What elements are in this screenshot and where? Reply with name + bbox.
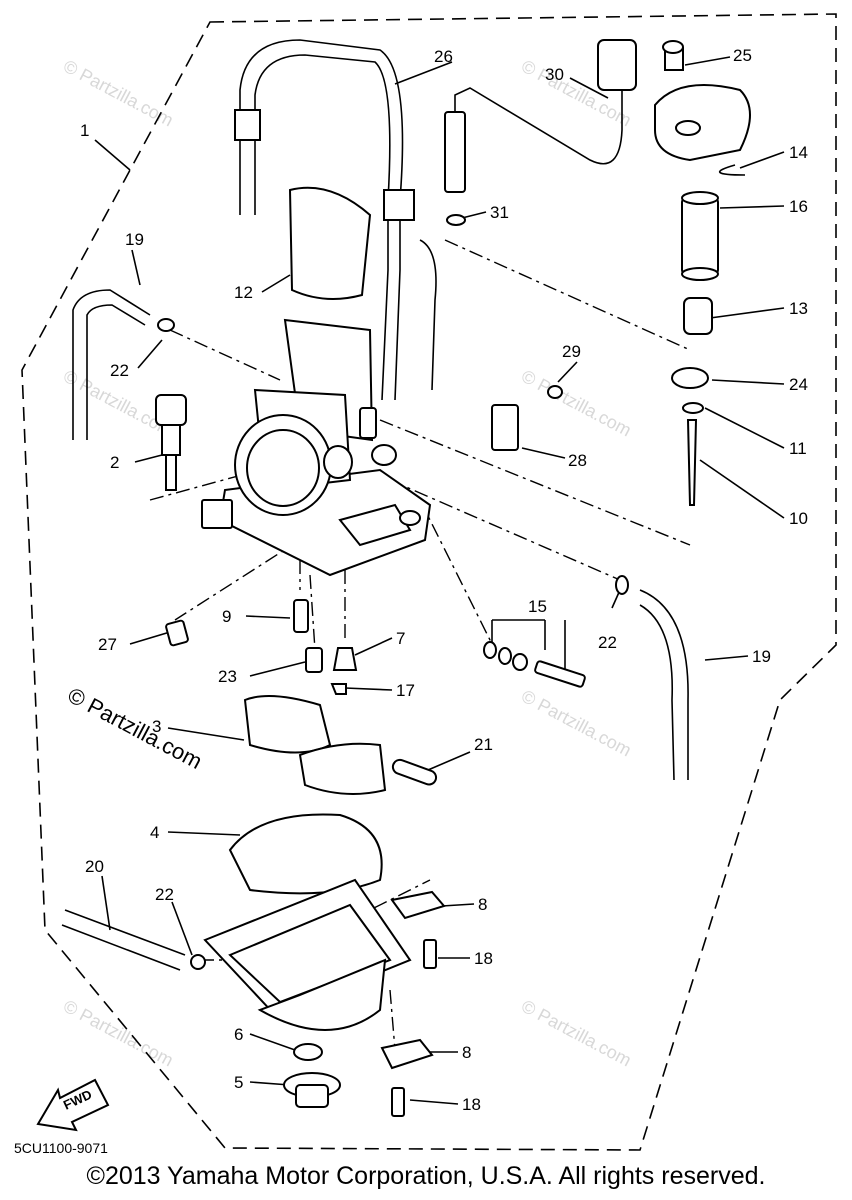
fwd-arrow-icon: FWD — [36, 1078, 110, 1132]
callout-16: 16 — [789, 197, 808, 216]
clip — [330, 683, 347, 695]
bracket-plate — [380, 1038, 434, 1070]
callout-17: 17 — [396, 681, 415, 700]
hose-clamp — [157, 318, 175, 332]
callout-21: 21 — [474, 735, 493, 754]
callout-3: 3 — [152, 717, 161, 736]
callout-20: 20 — [85, 857, 104, 876]
callout-14: 14 — [789, 143, 808, 162]
bolt — [423, 939, 437, 969]
bracket — [491, 404, 519, 451]
leader-lines — [94, 56, 785, 1105]
callout-4: 4 — [150, 823, 159, 842]
callout-8: 8 — [478, 895, 487, 914]
watermark: © Partzilla.com — [518, 686, 634, 761]
screw — [547, 385, 563, 399]
callout-22b: 22 — [598, 633, 617, 652]
callout-27: 27 — [98, 635, 117, 654]
o-ring — [446, 214, 466, 226]
throttle-sensor — [444, 39, 637, 226]
jet-needle — [686, 419, 698, 506]
float-bowl — [203, 878, 412, 1031]
callout-9: 9 — [222, 607, 231, 626]
bracket — [201, 499, 233, 529]
bolt — [391, 1087, 405, 1117]
float-bowl-gasket — [228, 813, 383, 895]
callout-22c: 22 — [155, 885, 174, 904]
float — [298, 742, 387, 795]
watermark: © Partzilla.com — [518, 366, 634, 441]
callout-26: 26 — [434, 47, 453, 66]
callout-8b: 8 — [462, 1043, 471, 1062]
watermark: © Partzilla.com — [60, 996, 176, 1071]
callout-13: 13 — [789, 299, 808, 318]
bracket-plate — [390, 890, 446, 920]
spring — [681, 197, 719, 275]
callout-5: 5 — [234, 1073, 243, 1092]
o-ring — [293, 1043, 323, 1061]
copyright-notice: ©2013 Yamaha Motor Corporation, U.S.A. A… — [86, 1162, 766, 1190]
callout-30: 30 — [545, 65, 564, 84]
watermark: © Partzilla.com — [518, 996, 634, 1071]
hose-clamp — [615, 575, 629, 595]
callout-31: 31 — [490, 203, 509, 222]
callout-6: 6 — [234, 1025, 243, 1044]
watermark: © Partzilla.com — [60, 56, 176, 131]
callout-2: 2 — [110, 453, 119, 472]
air-screw-set — [483, 641, 586, 688]
assembly-boundary — [21, 13, 837, 1151]
cap-plate — [654, 84, 751, 162]
needle-valve — [332, 647, 358, 671]
vent-hose — [639, 604, 675, 781]
vent-hose — [72, 289, 151, 440]
drain-hose — [64, 909, 186, 956]
callout-11: 11 — [789, 439, 807, 458]
callout-23: 23 — [218, 667, 237, 686]
slide-assembly-parts — [654, 40, 751, 506]
pilot-jet — [305, 647, 323, 673]
callout-10: 10 — [789, 509, 808, 528]
callout-19b: 19 — [752, 647, 771, 666]
callout-12: 12 — [234, 283, 253, 302]
sensor-body — [444, 111, 466, 193]
callout-15: 15 — [528, 597, 547, 616]
callout-25: 25 — [733, 46, 752, 65]
connector — [597, 39, 637, 91]
diagram-code: 5CU1100-9071 — [14, 1140, 108, 1156]
callout-28: 28 — [568, 451, 587, 470]
callout-labels: 1 26 30 25 14 16 13 24 11 10 31 12 19 22… — [80, 46, 808, 1114]
starter-plunger — [155, 394, 187, 491]
callout-24: 24 — [789, 375, 808, 394]
throttle-slide — [288, 186, 372, 300]
callout-1: 1 — [80, 121, 89, 140]
vent-hose — [86, 304, 146, 440]
callout-22: 22 — [110, 361, 129, 380]
spacer — [671, 367, 709, 389]
hose-clamp — [190, 954, 206, 970]
callout-7: 7 — [396, 629, 405, 648]
callout-18b: 18 — [462, 1095, 481, 1114]
main-jet — [293, 599, 309, 633]
callout-19: 19 — [125, 230, 144, 249]
vent-hose — [639, 589, 689, 780]
drain-hose — [61, 924, 181, 971]
cable-clip — [383, 189, 415, 221]
watermark-main: © Partzilla.com — [64, 682, 207, 774]
clip — [682, 402, 704, 414]
cable-clip — [234, 109, 261, 141]
float-pin — [391, 758, 438, 786]
pilot-screw — [165, 619, 189, 647]
needle-holder — [683, 297, 713, 335]
carburetor-body — [218, 318, 432, 577]
callout-18: 18 — [474, 949, 493, 968]
callout-29: 29 — [562, 342, 581, 361]
float — [243, 695, 332, 754]
throttle-cable — [234, 39, 437, 401]
